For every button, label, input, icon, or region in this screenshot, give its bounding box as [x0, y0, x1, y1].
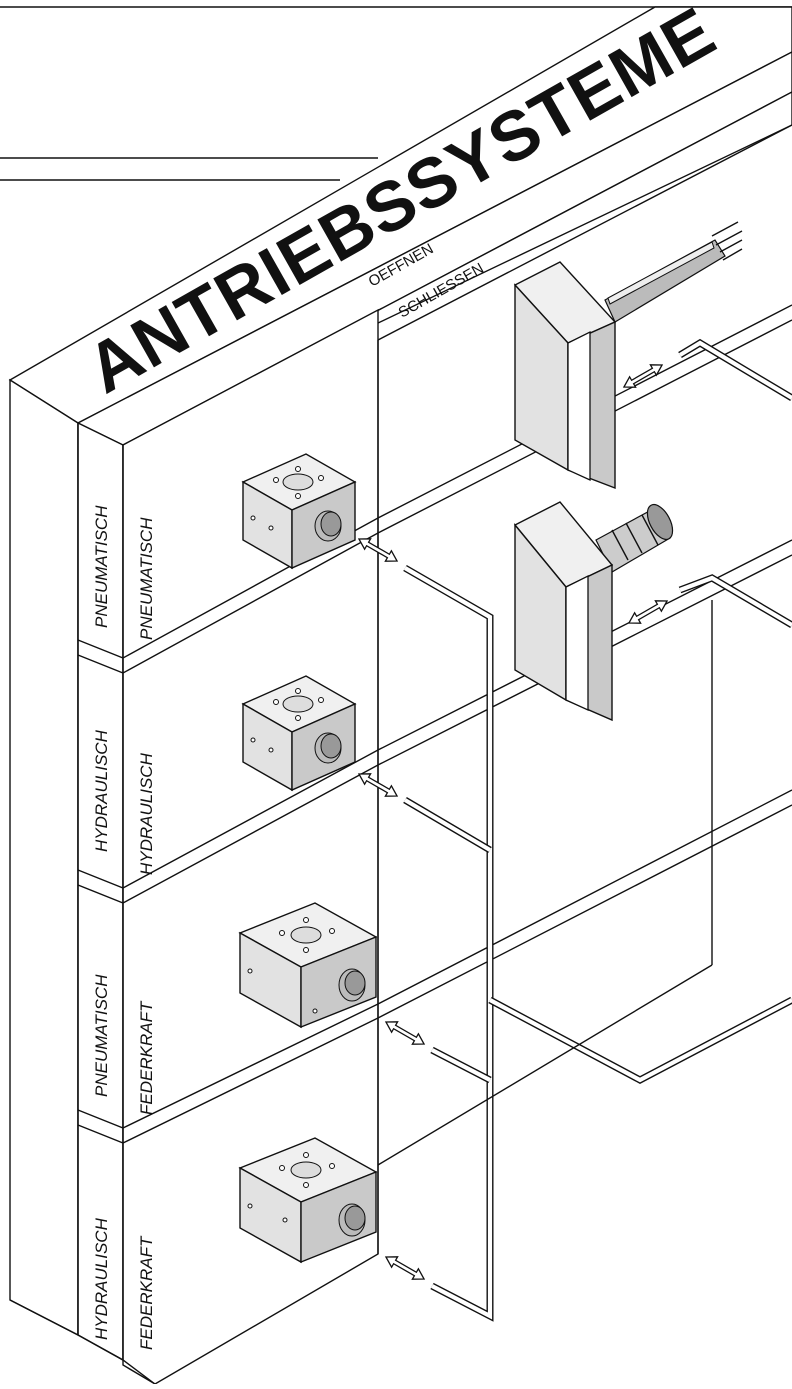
- arrow-actuator-2-icon: [627, 600, 669, 624]
- row-2-close-label: HYDRAULISCH: [137, 752, 156, 875]
- valve-block-1-icon: [241, 453, 357, 570]
- arrow-row-2-icon: [357, 773, 399, 797]
- row-labels: PNEUMATISCH PNEUMATISCH HYDRAULISCH HYDR…: [92, 505, 156, 1350]
- arrow-row-4-icon: [384, 1256, 426, 1280]
- row-3-close-label: FEDERKRAFT: [137, 1000, 156, 1115]
- valve-block-4-icon: [238, 1137, 378, 1264]
- valve-block-2-icon: [241, 675, 357, 792]
- arrow-actuator-1-icon: [622, 364, 664, 388]
- main-title: ANTRIEBSSYSTEME: [74, 0, 728, 408]
- row-2-open-label: HYDRAULISCH: [92, 729, 111, 852]
- connection-pipes: [377, 338, 792, 1322]
- row-1-open-label: PNEUMATISCH: [92, 505, 111, 628]
- arrow-row-1-icon: [357, 538, 399, 562]
- row-4-close-label: FEDERKRAFT: [137, 1235, 156, 1350]
- flow-arrows: [357, 364, 669, 1280]
- row-1-close-label: PNEUMATISCH: [137, 517, 156, 640]
- arrow-row-3-icon: [384, 1021, 426, 1045]
- row-3-open-label: PNEUMATISCH: [92, 974, 111, 1097]
- valve-block-3-icon: [238, 902, 378, 1029]
- row-4-open-label: HYDRAULISCH: [92, 1217, 111, 1340]
- header-labels: ANTRIEBSSYSTEME OEFFNEN SCHLIESSEN: [74, 0, 728, 408]
- actuator-spring-icon: [513, 501, 674, 722]
- actuator-cylinder-icon: [513, 221, 743, 490]
